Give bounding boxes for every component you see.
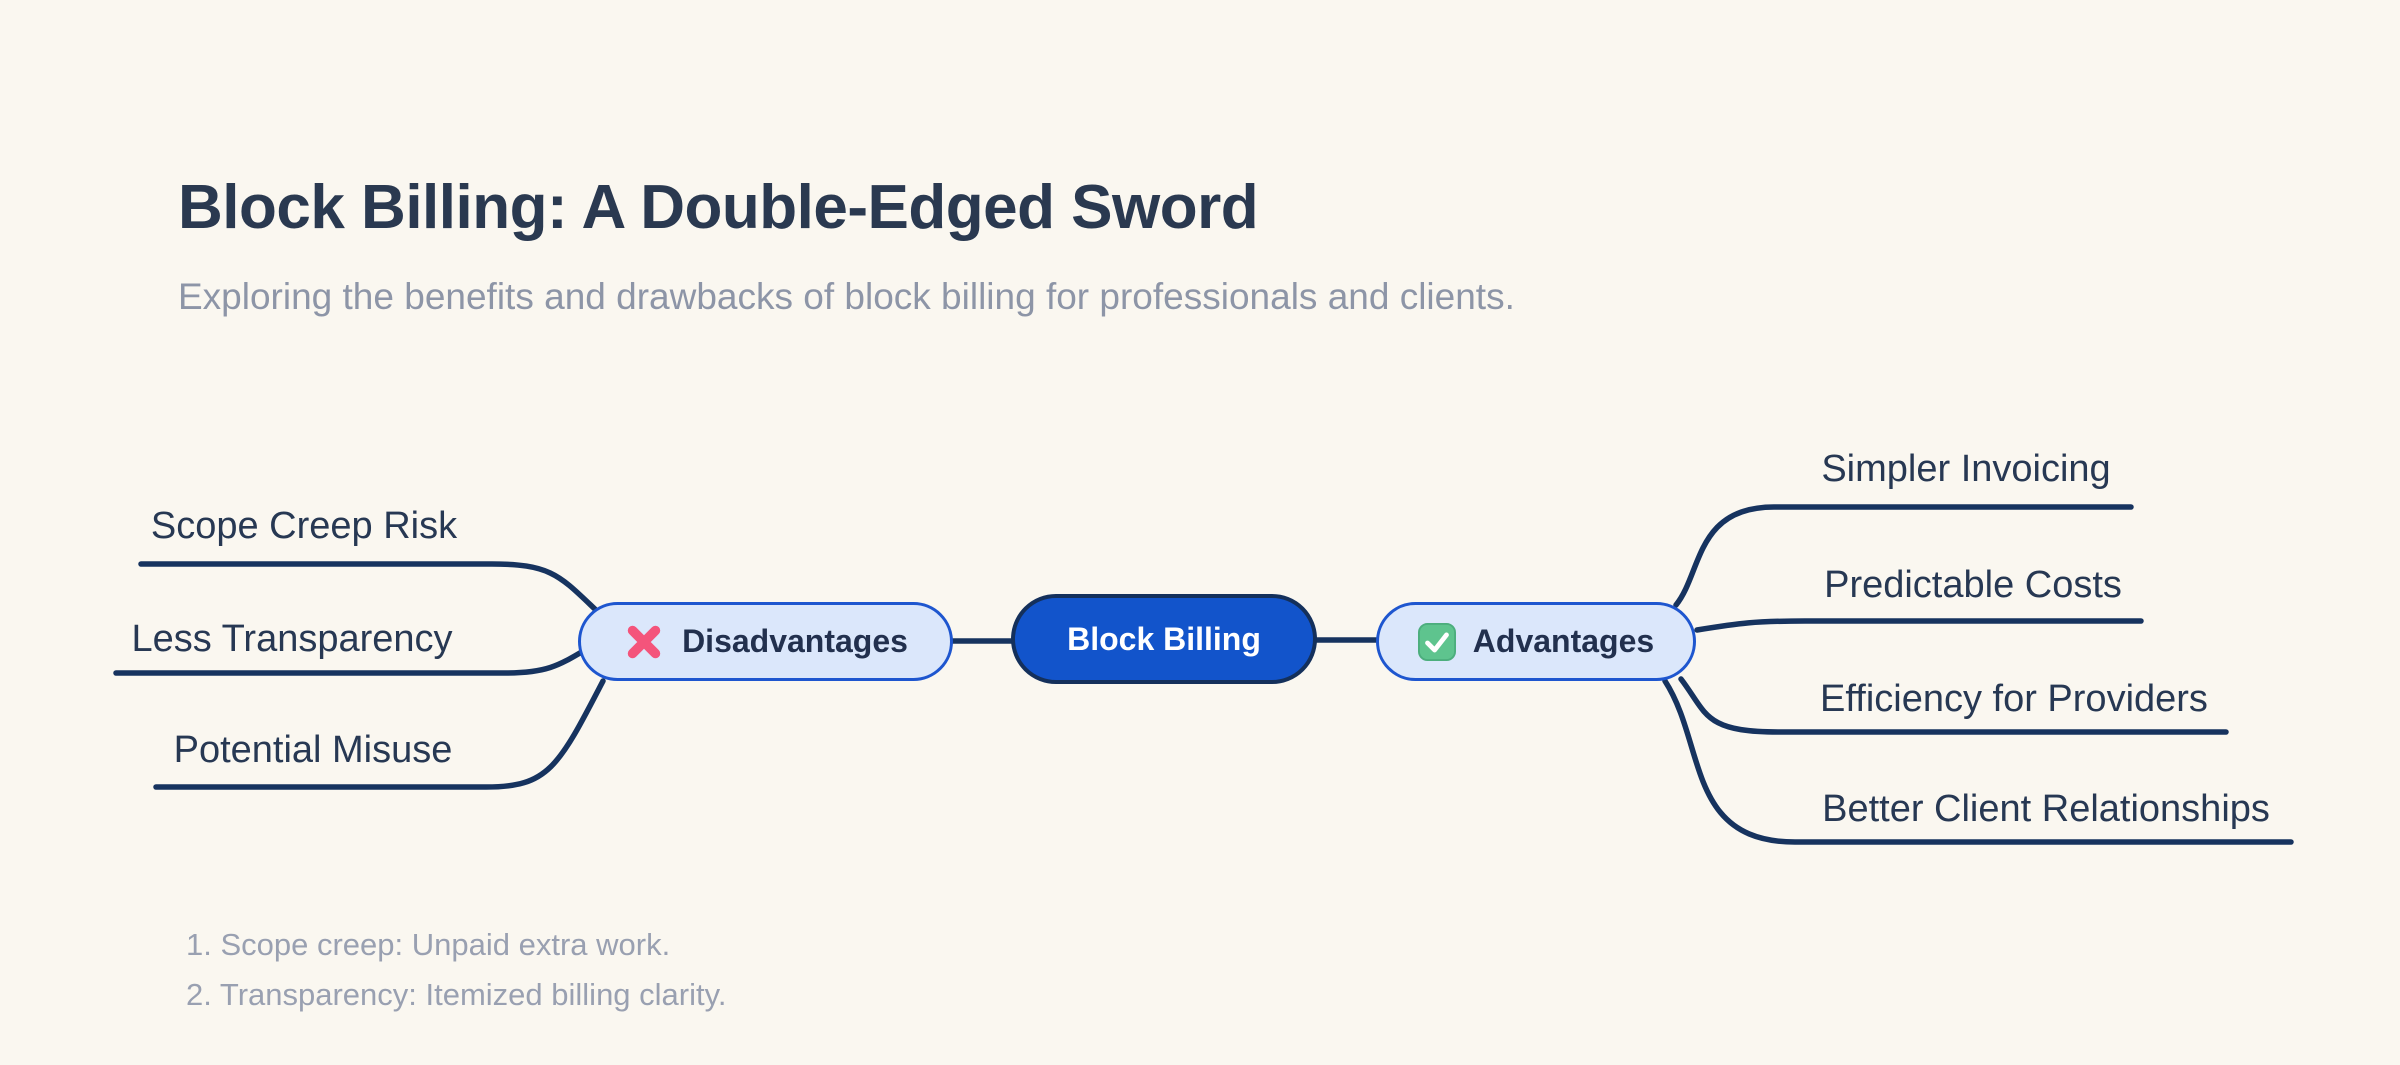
- connector-left-leaf-1: [113, 647, 588, 676]
- leaf-label-right-2: Efficiency for Providers: [1820, 678, 2208, 720]
- connector-right-leaf-3: [1662, 678, 2294, 845]
- cross-mark-icon: [627, 625, 661, 658]
- leaf-label-right-3: Better Client Relationships: [1822, 788, 2270, 830]
- connector-left-leaf-0: [138, 561, 601, 615]
- leaf-label-right-0: Simpler Invoicing: [1821, 448, 2111, 490]
- node-root-label: Block Billing: [1067, 620, 1261, 657]
- page-subtitle: Exploring the benefits and drawbacks of …: [178, 276, 1515, 317]
- node-advantages: Advantages: [1376, 602, 1696, 681]
- leaf-label-left-1: Less Transparency: [131, 618, 453, 660]
- node-disadvantages: Disadvantages: [578, 602, 953, 681]
- node-root: Block Billing: [1011, 594, 1317, 684]
- node-advantages-label: Advantages: [1472, 623, 1655, 659]
- leaf-label-left-0: Scope Creep Risk: [150, 505, 458, 547]
- connector-right-leaf-1: [1694, 618, 2144, 633]
- page-title: Block Billing: A Double-Edged Sword: [178, 173, 1259, 242]
- connector-left-leaf-2: [153, 678, 606, 790]
- connector-right-leaf-2: [1678, 676, 2229, 735]
- node-disadvantages-label: Disadvantages: [682, 623, 908, 659]
- footnotes: 1. Scope creep: Unpaid extra work. 2. Tr…: [186, 920, 726, 1020]
- check-mark-icon: [1417, 622, 1456, 661]
- footnote-item: 1. Scope creep: Unpaid extra work.: [186, 927, 671, 962]
- footnote-item: 2. Transparency: Itemized billing clarit…: [186, 977, 727, 1012]
- connector-right-leaf-0: [1673, 504, 2134, 608]
- leaf-label-left-2: Potential Misuse: [173, 729, 453, 771]
- leaf-label-right-1: Predictable Costs: [1824, 564, 2122, 606]
